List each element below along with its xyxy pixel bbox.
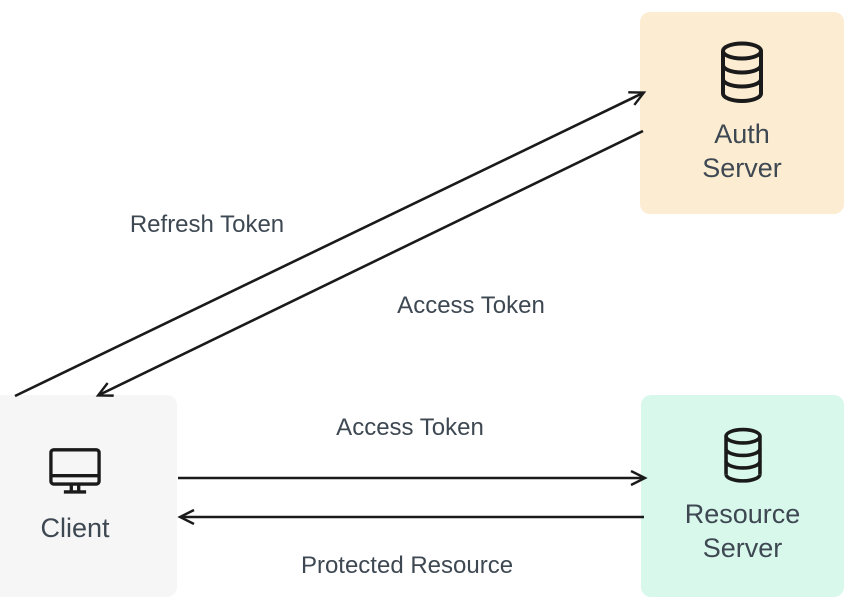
database-icon bbox=[718, 427, 768, 483]
refresh-token-label: Refresh Token bbox=[129, 211, 285, 238]
access-token-auth-label: Access Token bbox=[397, 292, 545, 319]
monitor-icon bbox=[47, 447, 103, 497]
arrow-refresh-token bbox=[14, 93, 643, 398]
arrow-access-token-to-client bbox=[99, 129, 644, 395]
access-token-resource-label: Access Token bbox=[336, 414, 484, 441]
protected-resource-label: Protected Resource bbox=[300, 552, 514, 579]
database-icon bbox=[714, 41, 770, 103]
auth-server-label: Auth Server bbox=[702, 119, 782, 183]
client-label: Client bbox=[40, 513, 110, 543]
client-node: Client bbox=[0, 395, 177, 597]
auth-server-node: Auth Server bbox=[640, 12, 844, 214]
resource-server-node: Resource Server bbox=[641, 395, 844, 597]
resource-server-label: Resource Server bbox=[684, 499, 801, 563]
